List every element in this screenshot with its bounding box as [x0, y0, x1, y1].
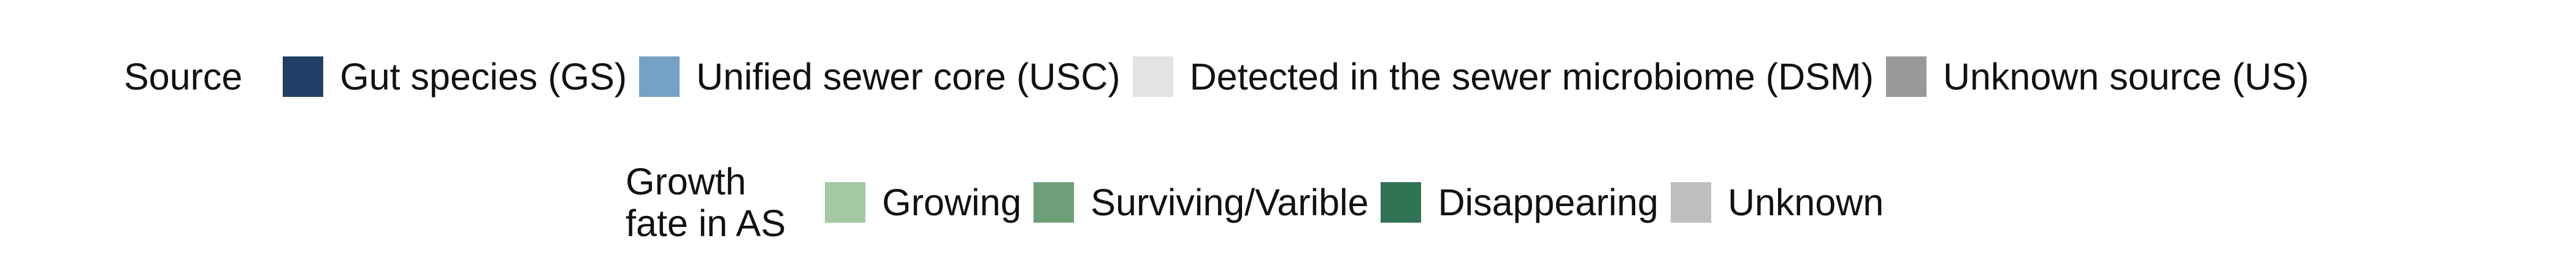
legend-label-unified-sewer-core: Unified sewer core (USC)	[696, 56, 1121, 98]
legend-item-unified-sewer-core: Unified sewer core (USC)	[639, 55, 1121, 98]
legend-label-disappearing: Disappearing	[1438, 182, 1658, 223]
legend-label-growing: Growing	[882, 182, 1022, 223]
legend-swatch-gut-species	[283, 56, 324, 97]
legend-swatch-unified-sewer-core	[639, 56, 680, 97]
legend-label-detected-sewer-microbiome: Detected in the sewer microbiome (DSM)	[1189, 56, 1874, 98]
legend-item-disappearing: Disappearing	[1381, 181, 1658, 224]
legend-item-surviving-varible: Surviving/Varible	[1033, 181, 1368, 224]
legend-growth-fate-title: Growth fate in AS	[626, 161, 786, 244]
legend-swatch-unknown	[1670, 182, 1711, 223]
legend-swatch-detected-sewer-microbiome	[1132, 56, 1173, 97]
legend-growth-fate: Growth fate in AS Growing Surviving/Vari…	[626, 158, 1896, 247]
legend-label-gut-species: Gut species (GS)	[340, 56, 627, 98]
legend-swatch-unknown-source	[1885, 56, 1926, 97]
legend-item-unknown-source: Unknown source (US)	[1885, 55, 2309, 98]
legend-source: Source Gut species (GS) Unified sewer co…	[124, 55, 2321, 98]
legend-label-unknown-source: Unknown source (US)	[1942, 56, 2309, 98]
legend-swatch-disappearing	[1381, 182, 1422, 223]
legend-item-gut-species: Gut species (GS)	[283, 55, 627, 98]
legend-item-detected-sewer-microbiome: Detected in the sewer microbiome (DSM)	[1132, 55, 1874, 98]
legend-item-growing: Growing	[825, 181, 1021, 224]
legend-label-unknown: Unknown	[1727, 182, 1884, 223]
legend-item-unknown: Unknown	[1670, 181, 1884, 224]
legend-swatch-surviving-varible	[1033, 182, 1075, 223]
legend-swatch-growing	[825, 182, 866, 223]
legend-source-title: Source	[124, 56, 243, 98]
legend-label-surviving-varible: Surviving/Varible	[1091, 182, 1369, 223]
